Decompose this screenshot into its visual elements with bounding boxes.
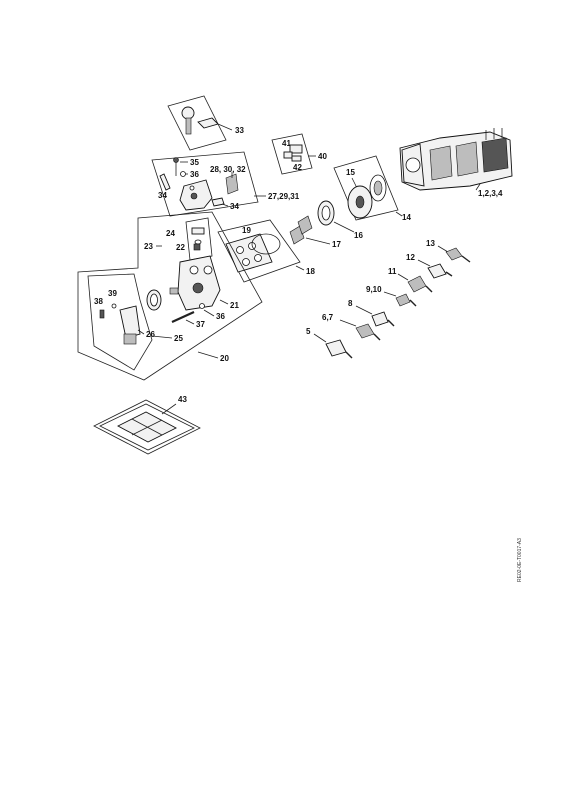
part-18-group: 19 18 bbox=[217, 219, 315, 283]
callout-16: 16 bbox=[354, 231, 363, 240]
callout-15: 15 bbox=[346, 168, 355, 177]
callout-9-10: 9,10 bbox=[366, 285, 382, 294]
part-43-frame bbox=[99, 403, 195, 451]
callout-18: 18 bbox=[306, 267, 315, 276]
part-14-group: 15 14 bbox=[333, 155, 411, 222]
callout-5: 5 bbox=[306, 327, 311, 336]
part-23-group: 24 22 23 bbox=[144, 217, 213, 261]
part-19-oring bbox=[251, 233, 281, 255]
callout-6-7: 6,7 bbox=[322, 313, 334, 322]
part-27-bore bbox=[190, 192, 198, 200]
callout-20: 20 bbox=[220, 354, 229, 363]
callout-42: 42 bbox=[293, 163, 302, 172]
part-13-plug bbox=[445, 247, 463, 261]
part-24 bbox=[191, 227, 205, 235]
callout-23: 23 bbox=[144, 242, 153, 251]
part-41 bbox=[289, 144, 303, 154]
part-43-group: 43 bbox=[93, 395, 201, 455]
callout-33: 33 bbox=[235, 126, 244, 135]
callout-27-29-31: 27,29,31 bbox=[268, 192, 300, 201]
callout-36-bottom: 36 bbox=[216, 312, 225, 321]
group-33-box bbox=[167, 95, 227, 151]
part-36-oring bbox=[180, 171, 186, 177]
callout-37: 37 bbox=[196, 320, 205, 329]
callout-24: 24 bbox=[166, 229, 175, 238]
housing-port bbox=[405, 157, 421, 173]
part-27-29-31-group: 35 36 34 28, 30, 32 34 27,29,31 bbox=[151, 151, 300, 217]
part-34-pin-b bbox=[211, 197, 225, 207]
part-12-plug bbox=[427, 263, 447, 279]
group-20-box bbox=[77, 211, 263, 381]
part-42b bbox=[291, 155, 302, 162]
part-28-valve bbox=[225, 173, 239, 195]
callout-36-top: 36 bbox=[190, 170, 199, 179]
part-22 bbox=[193, 243, 201, 251]
housing-window-1 bbox=[429, 145, 453, 181]
part-8-plug bbox=[371, 311, 389, 327]
part-27-hole bbox=[189, 185, 195, 191]
group-40-box bbox=[271, 133, 313, 175]
part-26-inlet bbox=[119, 305, 141, 339]
callout-22: 22 bbox=[176, 243, 185, 252]
callout-17: 17 bbox=[332, 240, 341, 249]
callout-43: 43 bbox=[178, 395, 187, 404]
callout-1-2-3-4: 1,2,3,4 bbox=[478, 189, 503, 198]
reference-code: RE02-0E-T0017-A3 bbox=[517, 538, 523, 582]
callout-41: 41 bbox=[282, 139, 291, 148]
part-33-clip bbox=[197, 117, 219, 129]
part-11-plug bbox=[407, 275, 427, 293]
group-25-box bbox=[87, 273, 153, 371]
callout-25: 25 bbox=[174, 334, 183, 343]
part-18-cylinder-head bbox=[225, 233, 273, 273]
part-1-2-3-4-housing: 1,2,3,4 bbox=[399, 128, 513, 198]
callout-39: 39 bbox=[108, 289, 117, 298]
group-23-inner-box bbox=[185, 217, 213, 261]
part-33-stem bbox=[185, 117, 192, 135]
housing-window-2 bbox=[455, 141, 479, 177]
callout-21: 21 bbox=[230, 301, 239, 310]
group-27-box bbox=[151, 151, 259, 217]
callout-38: 38 bbox=[94, 297, 103, 306]
part-21-washer bbox=[199, 303, 205, 309]
part-20-group: 21 36 37 38 39 26 25 20 bbox=[77, 211, 263, 381]
part-34-pin-a bbox=[159, 173, 171, 191]
callout-19: 19 bbox=[242, 226, 251, 235]
callout-11: 11 bbox=[388, 267, 397, 276]
housing-motor-fins bbox=[481, 137, 509, 173]
part-connector bbox=[169, 287, 179, 295]
callout-34-right: 34 bbox=[230, 202, 239, 211]
part-42a bbox=[283, 151, 293, 159]
part-33-knob bbox=[181, 106, 195, 120]
part-26-filter bbox=[123, 333, 137, 345]
callout-35: 35 bbox=[190, 158, 199, 167]
callout-28-30-32: 28, 30, 32 bbox=[210, 165, 246, 174]
callout-26: 26 bbox=[146, 330, 155, 339]
part-17-group: 17 bbox=[289, 215, 341, 249]
callout-40: 40 bbox=[318, 152, 327, 161]
callout-13: 13 bbox=[426, 239, 435, 248]
callout-12: 12 bbox=[406, 253, 415, 262]
part-17-piston-a bbox=[289, 225, 305, 245]
part-17-piston-b bbox=[297, 215, 313, 235]
part-6-7-plug bbox=[355, 323, 375, 339]
part-43-outer bbox=[93, 399, 201, 455]
callout-14: 14 bbox=[402, 213, 411, 222]
callout-8: 8 bbox=[348, 299, 353, 308]
part-16-group: 16 bbox=[317, 200, 363, 240]
plug-parts-group: 13 12 11 9,10 8 6,7 5 bbox=[306, 239, 471, 359]
callout-34-left: 34 bbox=[158, 191, 167, 200]
part-33-group: 33 bbox=[167, 95, 244, 151]
part-38-screw bbox=[99, 309, 105, 319]
part-5-plug bbox=[325, 339, 347, 357]
part-9-10-plug bbox=[395, 293, 411, 307]
part-40-group: 41 42 40 bbox=[271, 133, 327, 175]
part-35-screw-head bbox=[173, 157, 179, 163]
